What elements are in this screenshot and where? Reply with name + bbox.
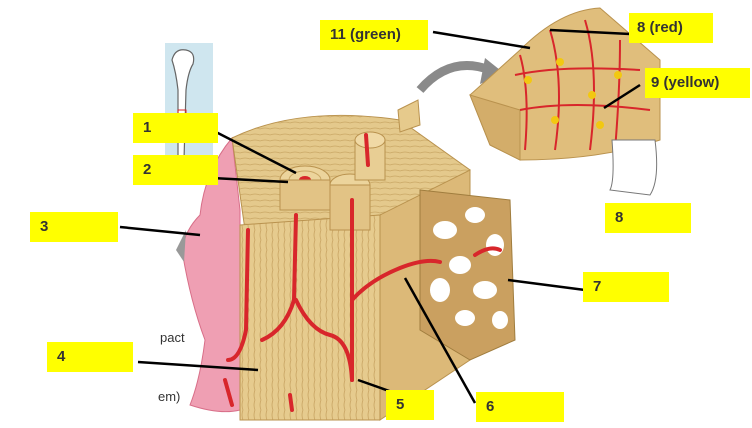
label-8: 8 xyxy=(605,203,691,233)
label-11-green: 11 (green) xyxy=(320,20,428,50)
arrow-left-icon xyxy=(176,230,186,262)
label-9-yellow: 9 (yellow) xyxy=(645,68,750,98)
label-3: 3 xyxy=(30,212,118,242)
label-7: 7 xyxy=(583,272,669,302)
spongy-bone xyxy=(419,189,516,361)
osteon-cylinders xyxy=(279,131,386,231)
bone-fragment xyxy=(397,99,421,133)
label-8-red: 8 (red) xyxy=(629,13,713,43)
periosteum-layer xyxy=(181,136,241,413)
text-fragment-compact: pact xyxy=(160,330,185,345)
text-fragment-stem: em) xyxy=(158,389,181,404)
label-5: 5 xyxy=(386,390,434,420)
label-6: 6 xyxy=(476,392,564,422)
bone-front-face xyxy=(239,214,381,421)
leader-lines xyxy=(119,28,641,404)
blood-vessels xyxy=(223,133,502,412)
label-2: 2 xyxy=(133,155,218,185)
femur-inset xyxy=(165,43,213,173)
magnified-trabeculae xyxy=(469,7,661,196)
label-1: 1 xyxy=(133,113,218,143)
label-4: 4 xyxy=(47,342,133,372)
curved-arrow-icon xyxy=(416,61,492,94)
